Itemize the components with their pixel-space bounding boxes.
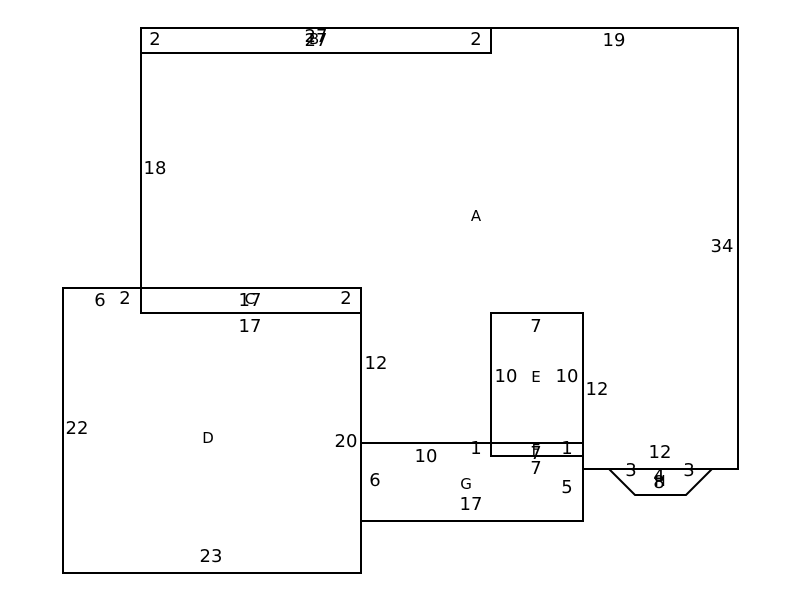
dimension-label: 19 — [603, 30, 626, 51]
room-c-outline — [140, 287, 362, 314]
dimension-label: 2 — [119, 288, 130, 309]
dimension-label: 10 — [415, 446, 438, 467]
dimension-label: 17 — [239, 316, 262, 337]
dimension-label: 34 — [711, 236, 734, 257]
dimension-label: 10 — [556, 366, 579, 387]
room-f-outline — [490, 442, 584, 457]
room-b-outline — [140, 27, 492, 54]
room-g-outline — [360, 442, 584, 522]
room-c-label: C — [245, 290, 255, 308]
room-h-label: H — [654, 472, 665, 490]
dimension-label: 27 — [305, 30, 328, 51]
dimension-label: 17 — [239, 290, 262, 311]
dimension-label: 2 — [340, 288, 351, 309]
dimension-label: 4 — [653, 466, 664, 487]
dimension-label: 6 — [94, 290, 105, 311]
dimension-label: 1 — [470, 438, 481, 459]
dimension-label: 10 — [495, 366, 518, 387]
dimension-label: 5 — [561, 477, 572, 498]
dimension-label: 17 — [460, 494, 483, 515]
room-b-label: B — [309, 30, 319, 48]
dimension-label: 27 — [305, 26, 328, 47]
dimension-label: 12 — [365, 353, 388, 374]
room-h-outline — [606, 468, 715, 496]
dimension-label: 18 — [144, 158, 167, 179]
room-a-label: A — [471, 207, 482, 225]
dimension-label: 7 — [530, 316, 541, 337]
dimension-label: 1 — [561, 438, 572, 459]
dimension-label: 6 — [369, 470, 380, 491]
room-e-label: E — [531, 368, 540, 386]
dimension-label: 7 — [530, 443, 541, 464]
room-g-label: G — [460, 475, 472, 493]
dimension-label: 20 — [335, 431, 358, 452]
dimension-label: 2 — [470, 29, 481, 50]
dimension-label: 12 — [649, 442, 672, 463]
room-d-label: D — [202, 429, 214, 447]
dimension-label: 8 — [653, 472, 664, 493]
dimension-label: 7 — [530, 458, 541, 479]
dimension-label: 2 — [149, 29, 160, 50]
dimension-label: 22 — [66, 418, 89, 439]
room-a-outline — [140, 27, 739, 470]
dimension-label: 12 — [586, 379, 609, 400]
dimension-label: 3 — [625, 460, 636, 481]
room-f-label: F — [532, 441, 541, 459]
dimension-label: 3 — [683, 460, 694, 481]
dimension-label: 23 — [200, 546, 223, 567]
